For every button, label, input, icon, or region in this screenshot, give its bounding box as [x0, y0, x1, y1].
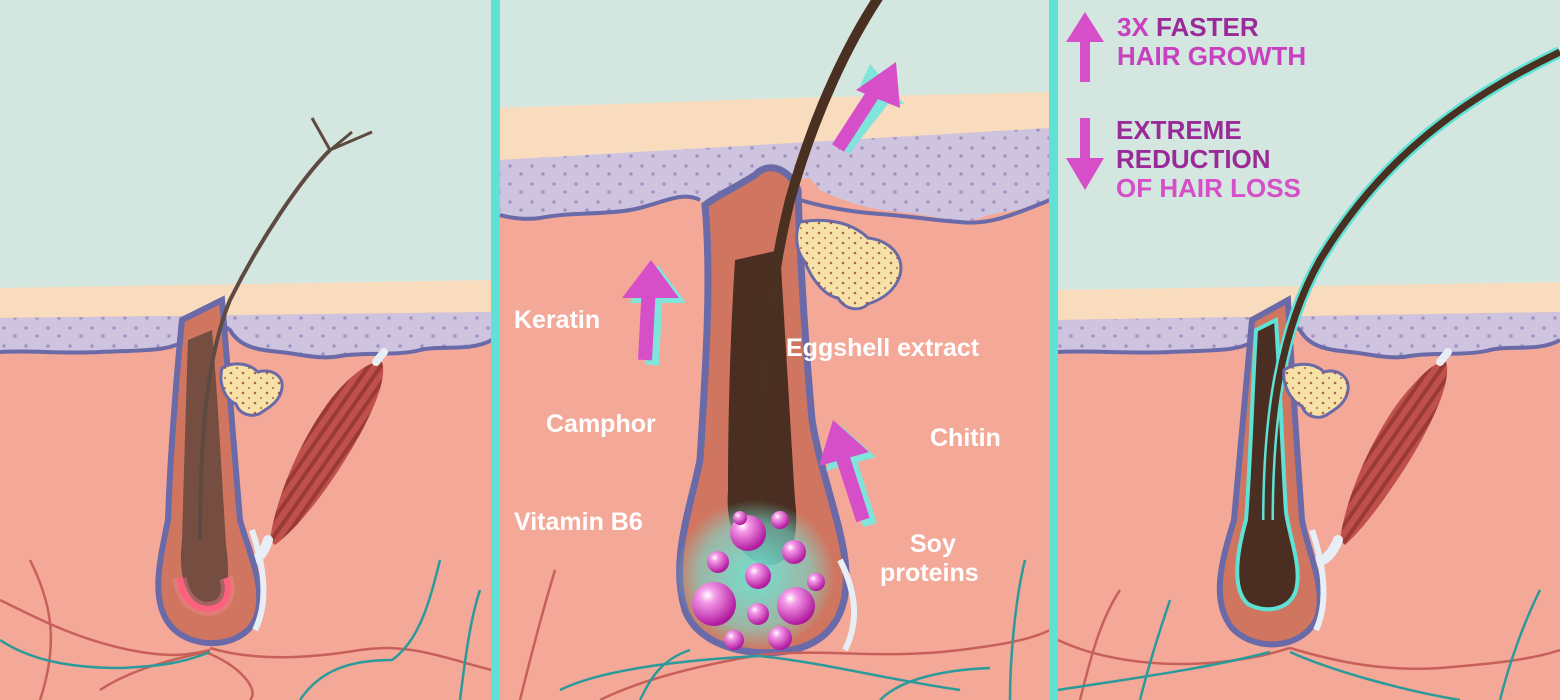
- ingredient-eggshell-extract: Eggshell extract: [786, 334, 980, 362]
- claim-loss-line1: EXTREME: [1116, 115, 1242, 145]
- ingredient-vitamin-b6: Vitamin B6: [514, 508, 643, 536]
- panel-strong-follicle: [1057, 0, 1560, 700]
- nutrient-bubble-icon: [692, 511, 825, 650]
- arrow-up-icon: [622, 260, 686, 366]
- arrow-up-icon: [819, 420, 877, 528]
- ingredient-keratin: Keratin: [514, 306, 601, 334]
- panel-nourished-follicle: [499, 0, 1051, 700]
- ingredient-soy-line1: Soy: [910, 530, 956, 558]
- claim-loss-line3: OF HAIR LOSS: [1116, 173, 1301, 203]
- claim-growth-prefix: 3X: [1117, 12, 1149, 42]
- arrow-down-icon: [1066, 118, 1104, 190]
- ingredient-chitin: Chitin: [930, 424, 1001, 452]
- arrow-up-icon: [1066, 12, 1104, 82]
- arrow-up-icon: [832, 62, 904, 154]
- claim-growth-line1: 3X FASTER: [1117, 13, 1259, 42]
- claim-loss-line2: REDUCTION: [1116, 144, 1271, 174]
- panel-weak-follicle: [0, 0, 493, 700]
- ingredient-camphor: Camphor: [546, 410, 656, 438]
- ingredient-soy-line2: proteins: [880, 559, 979, 587]
- claim-growth-line2: HAIR GROWTH: [1117, 41, 1307, 71]
- claim-growth-word: FASTER: [1156, 12, 1259, 42]
